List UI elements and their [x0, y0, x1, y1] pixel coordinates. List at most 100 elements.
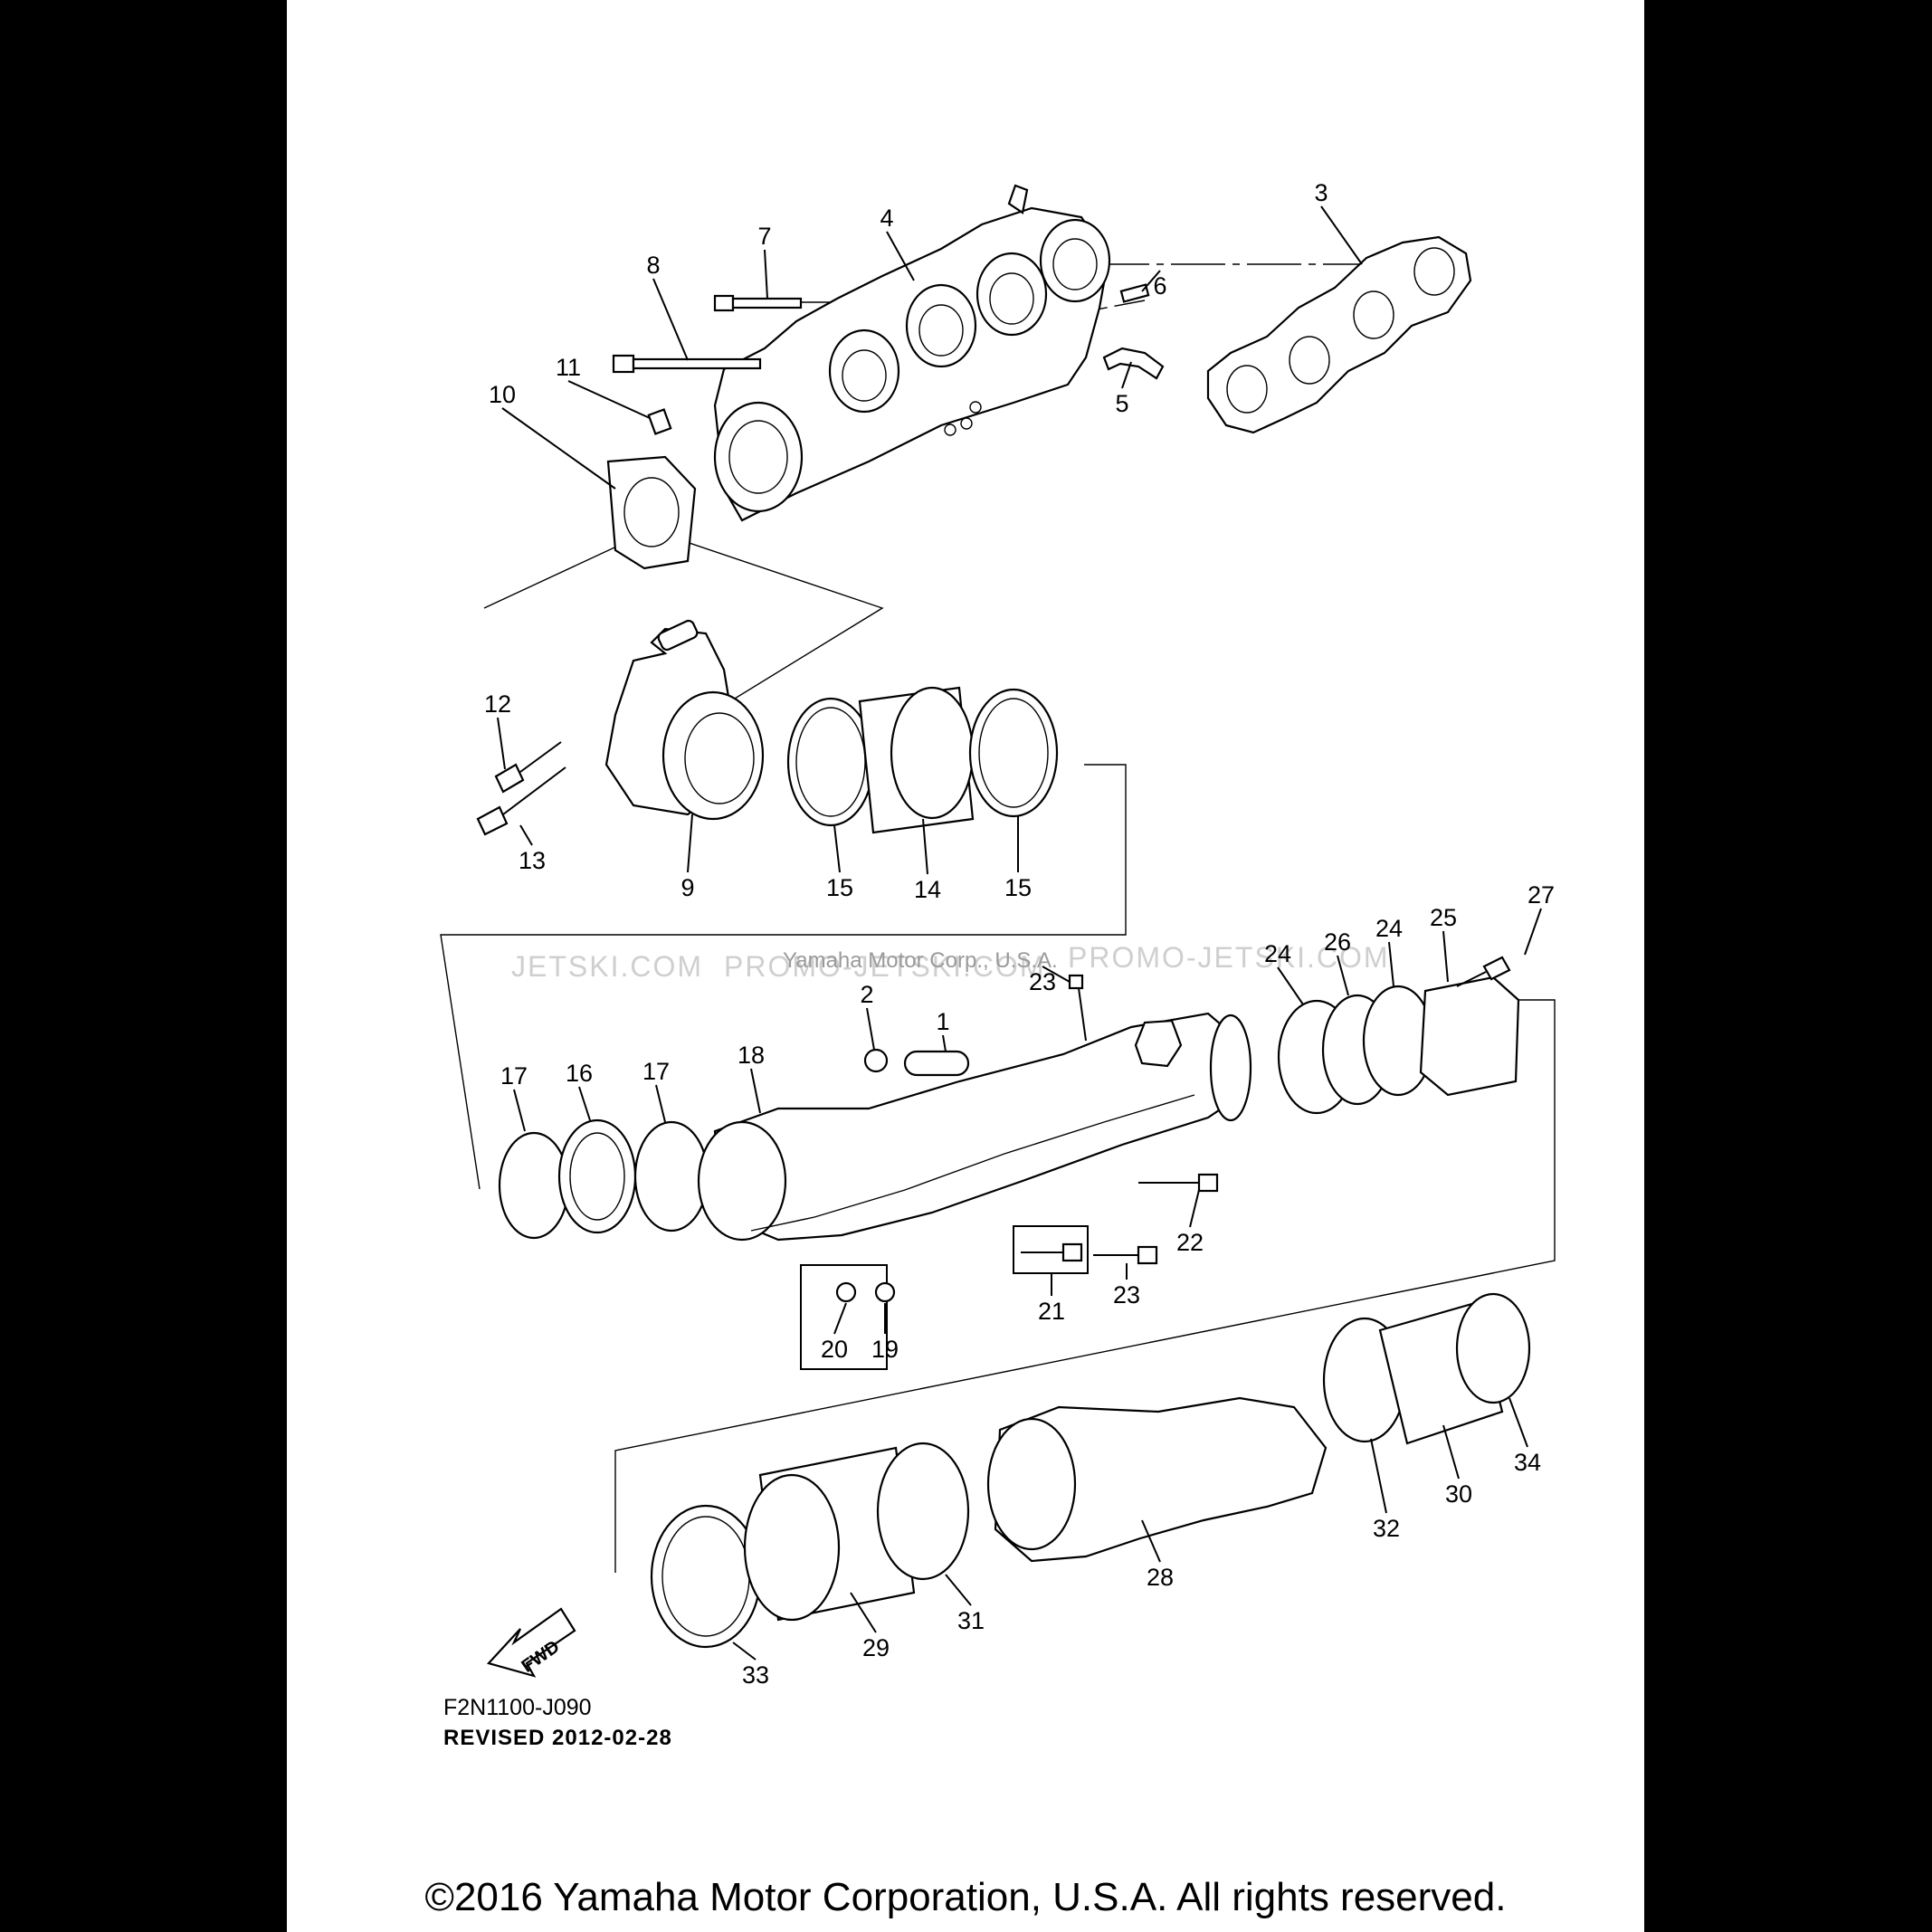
callout-label-27: 27	[1528, 881, 1555, 909]
pipe-28-end	[986, 1417, 1077, 1551]
pipe-fasteners	[800, 974, 1219, 1370]
callout-label-22: 22	[1176, 1229, 1204, 1256]
leader-line-1	[942, 1034, 947, 1052]
bolt-22-head	[1197, 1173, 1219, 1193]
assembly-line-b	[440, 764, 1127, 1190]
plug-20	[835, 1281, 857, 1303]
callout-label-13: 13	[519, 847, 546, 874]
leader-line-32	[1370, 1438, 1387, 1514]
top-fasteners	[612, 283, 1165, 435]
leader-line-28	[1141, 1519, 1161, 1563]
bolt-27-head	[1482, 956, 1511, 981]
pipe-28	[994, 1396, 1328, 1563]
exhaust-manifold	[713, 184, 1111, 522]
callout-label-14: 14	[914, 876, 941, 903]
leader-line-16	[578, 1086, 591, 1121]
callout-label-6: 6	[1153, 272, 1166, 300]
callout-label-4: 4	[880, 205, 893, 232]
manifold-port-1	[1039, 218, 1111, 303]
callout-label-30: 30	[1445, 1480, 1472, 1508]
leader-line-12	[497, 717, 506, 770]
clamp-15-right	[968, 688, 1059, 818]
callout-label-2: 2	[860, 981, 873, 1008]
hose-14-end	[890, 686, 975, 820]
leader-line-8	[652, 278, 689, 361]
bolt-8-head	[612, 354, 635, 374]
manifold-port-2	[976, 252, 1048, 337]
bolt-13-head	[476, 805, 509, 836]
callout-label-8: 8	[646, 252, 660, 279]
callout-label-29: 29	[862, 1634, 890, 1661]
leader-line-3	[1320, 205, 1363, 265]
dowel-pin-11	[647, 408, 672, 435]
callout-label-3: 3	[1314, 179, 1328, 206]
callout-label-21: 21	[1038, 1298, 1065, 1325]
bolt-12-head	[494, 763, 525, 794]
gasket-10-plate	[606, 455, 697, 570]
leader-line-10	[501, 407, 616, 490]
gasket-plate	[1206, 235, 1472, 434]
leader-line-29	[850, 1592, 877, 1633]
copyright-notice: ©2016 Yamaha Motor Corporation, U.S.A. A…	[424, 1875, 1507, 1919]
callout-label-17: 17	[500, 1062, 528, 1090]
elbow-nipple	[657, 619, 699, 652]
clamp-33	[650, 1504, 762, 1649]
watermark-credit: Yamaha Motor Corp., U.S.A.	[783, 948, 1058, 973]
callout-label-33: 33	[742, 1661, 769, 1689]
leader-line-30	[1442, 1424, 1460, 1480]
revision-date: REVISED 2012-02-28	[443, 1726, 672, 1750]
callout-label-28: 28	[1147, 1564, 1174, 1591]
mid-hose-assembly	[498, 1118, 709, 1240]
leader-line-11	[567, 380, 651, 419]
callout-label-5: 5	[1115, 390, 1128, 417]
pipe-18-outlet	[1209, 1014, 1252, 1122]
callout-label-24: 24	[1375, 915, 1403, 942]
leader-line-24	[1277, 966, 1304, 1005]
exhaust-pipe	[697, 1012, 1252, 1242]
callout-label-17: 17	[642, 1058, 670, 1085]
outlet-gasket	[606, 455, 697, 570]
manifold-nipple	[1007, 184, 1029, 214]
hose-29-end	[743, 1473, 841, 1622]
pipe-18-water-fitting	[1134, 1019, 1183, 1068]
plug-19	[874, 1281, 896, 1303]
callout-label-19: 19	[871, 1336, 899, 1363]
bolt-8-shank	[632, 357, 762, 370]
leader-line-26	[1337, 955, 1349, 996]
leader-line-6	[1141, 270, 1161, 292]
hose-nipple-5	[1102, 347, 1165, 380]
watermark-left: JETSKI.COM	[511, 950, 703, 983]
callout-label-25: 25	[1430, 904, 1457, 931]
leader-line-15	[833, 824, 841, 873]
pipe-18-inlet	[697, 1120, 787, 1242]
callout-label-18: 18	[738, 1042, 765, 1069]
callout-label-11: 11	[556, 354, 581, 381]
callout-label-12: 12	[484, 690, 511, 718]
assembly-line-c	[614, 999, 1556, 1573]
callout-label-16: 16	[566, 1060, 593, 1087]
bolt-7-head	[713, 294, 735, 312]
dowel-pin-6	[1119, 283, 1150, 303]
bolt-23-upper-head	[1068, 974, 1084, 990]
plug-box	[800, 1264, 888, 1370]
outlet-flange-assembly	[1277, 956, 1520, 1115]
fwd-arrow: FWD	[486, 1607, 576, 1678]
leader-line-31	[945, 1574, 972, 1606]
watermark-middle: PROMO-JETSKI.COM	[724, 950, 1046, 983]
fwd-arrow-shape	[486, 1607, 576, 1678]
clamp-31	[876, 1442, 970, 1581]
bolt-7-shank	[731, 297, 803, 309]
leader-line-33	[732, 1642, 757, 1661]
callout-label-1: 1	[936, 1008, 949, 1035]
callout-label-23: 23	[1029, 968, 1056, 995]
manifold-outlet-flange	[713, 401, 804, 513]
callout-label-32: 32	[1373, 1515, 1400, 1542]
manifold-gasket	[1206, 235, 1472, 434]
callout-label-15: 15	[1004, 874, 1032, 901]
diagram-code: F2N1100-J090	[443, 1695, 592, 1720]
leader-line-24	[1388, 941, 1394, 987]
leader-line-17	[655, 1084, 666, 1123]
clip-2	[863, 1048, 889, 1073]
